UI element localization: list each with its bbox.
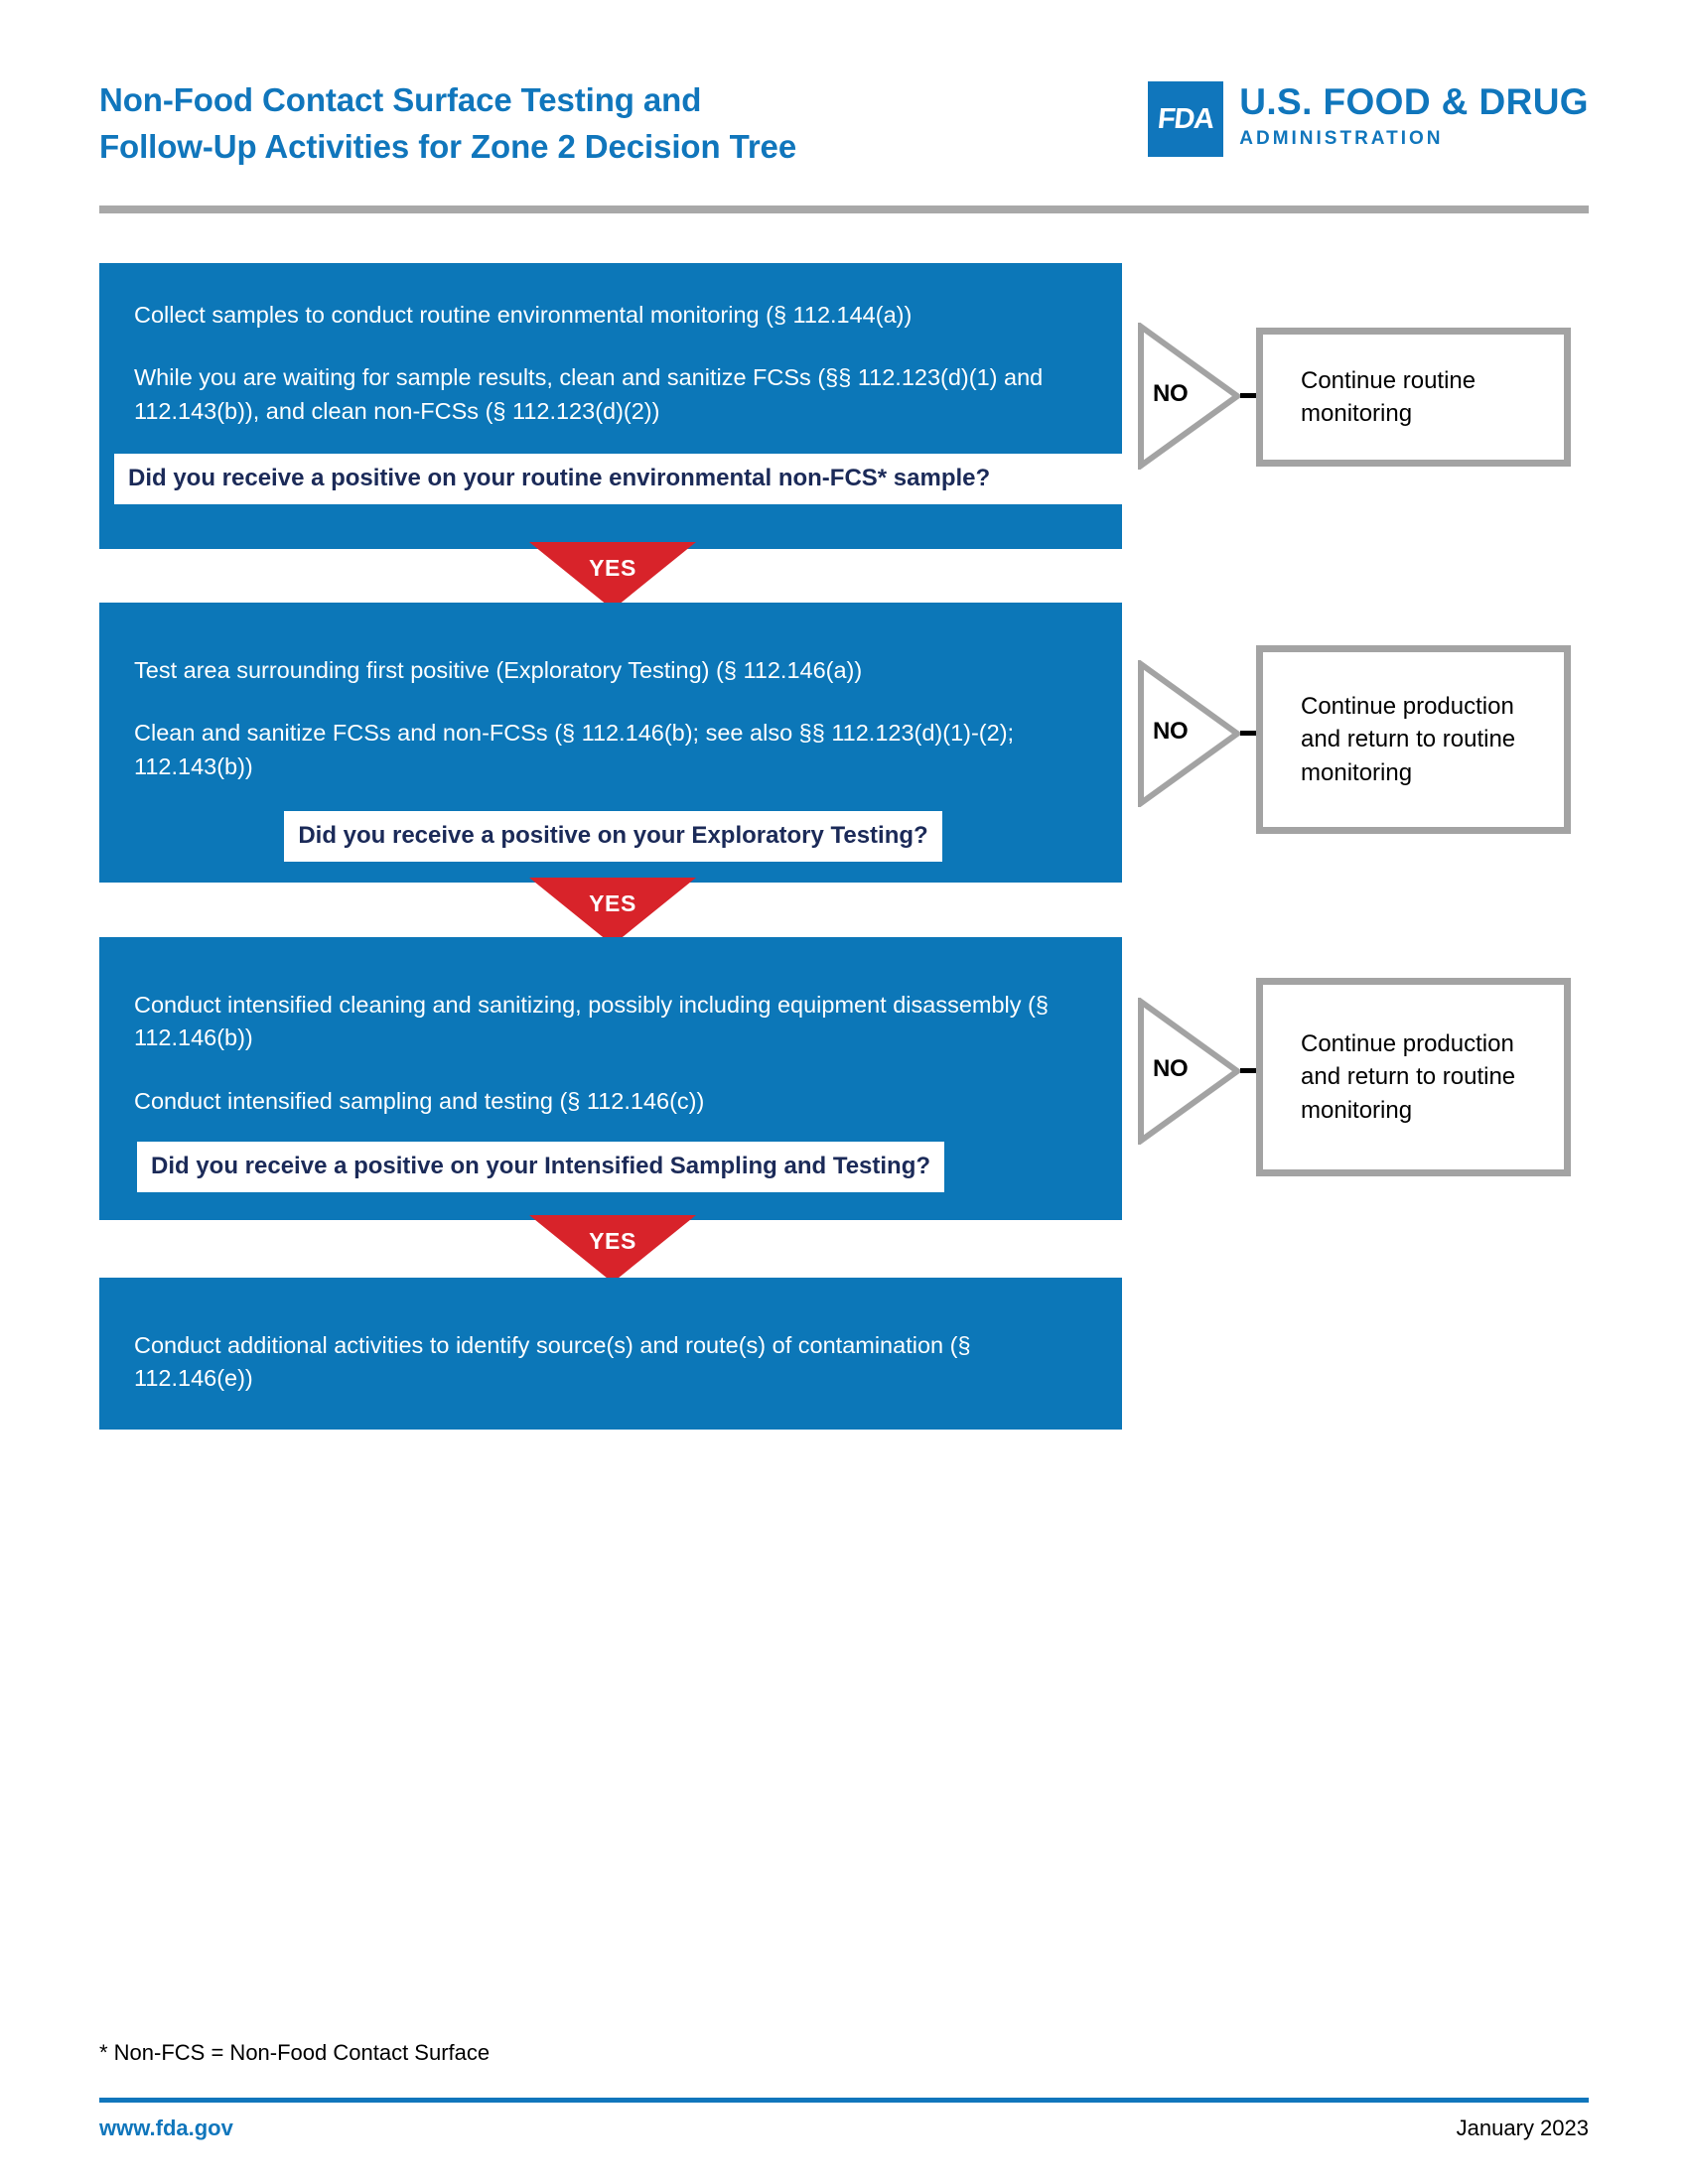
footer-url-link[interactable]: www.fda.gov bbox=[99, 2116, 233, 2140]
question-box-step-1: Did you receive a positive on your routi… bbox=[114, 454, 1122, 505]
question-wrap-step-1: Did you receive a positive on your routi… bbox=[114, 454, 1122, 505]
process-text-step-4-line-1: Conduct additional activities to identif… bbox=[134, 1332, 971, 1392]
footer-date: January 2023 bbox=[1456, 2116, 1589, 2140]
page-title-line-2: Follow-Up Activities for Zone 2 Decision… bbox=[99, 127, 797, 165]
yes-arrow-step-1: YES bbox=[529, 542, 696, 610]
process-text-step-2-line-1: Test area surrounding first positive (Ex… bbox=[134, 657, 863, 683]
fda-logo-mark-text: FDA bbox=[1156, 102, 1215, 135]
process-box-step-4: Conduct additional activities to identif… bbox=[99, 1278, 1122, 1430]
question-wrap-step-2: Did you receive a positive on your Explo… bbox=[134, 811, 1092, 863]
page-header: Non-Food Contact Surface Testing and Fol… bbox=[99, 77, 1589, 187]
process-text-step-3-line-1: Conduct intensified cleaning and sanitiz… bbox=[134, 992, 1049, 1051]
fda-logo-mark-icon: FDA bbox=[1148, 81, 1224, 157]
result-text-step-1: Continue routine monitoring bbox=[1301, 366, 1477, 427]
question-box-step-2: Did you receive a positive on your Explo… bbox=[284, 811, 942, 863]
process-box-step-1: Collect samples to conduct routine envir… bbox=[99, 263, 1122, 549]
result-text-step-2: Continue production and return to routin… bbox=[1301, 693, 1516, 786]
question-box-step-3: Did you receive a positive on your Inten… bbox=[137, 1142, 945, 1193]
question-wrap-step-3: Did you receive a positive on your Inten… bbox=[137, 1142, 1092, 1193]
no-label-step-1: NO bbox=[1153, 380, 1189, 407]
result-box-step-2: Continue production and return to routin… bbox=[1256, 645, 1571, 834]
result-text-step-3: Continue production and return to routin… bbox=[1301, 1030, 1516, 1124]
footer-divider bbox=[99, 2098, 1589, 2103]
yes-label-step-3: YES bbox=[589, 1228, 636, 1254]
process-box-step-2: Test area surrounding first positive (Ex… bbox=[99, 603, 1122, 883]
process-text-step-1-line-1: Collect samples to conduct routine envir… bbox=[134, 302, 913, 328]
footnote: * Non-FCS = Non-Food Contact Surface bbox=[99, 2040, 491, 2065]
process-text-step-3-line-2: Conduct intensified sampling and testing… bbox=[134, 1087, 705, 1114]
fda-logo-line-1: U.S. FOOD & DRUG bbox=[1239, 81, 1589, 122]
no-triangle-icon-step-3 bbox=[1138, 998, 1241, 1145]
process-box-step-3: Conduct intensified cleaning and sanitiz… bbox=[99, 937, 1122, 1220]
yes-arrow-step-3: YES bbox=[529, 1215, 696, 1283]
fda-logo-line-2: ADMINISTRATION bbox=[1239, 128, 1444, 149]
fda-logo-wordmark: U.S. FOOD & DRUG ADMINISTRATION bbox=[1239, 81, 1589, 148]
yes-label-step-2: YES bbox=[589, 890, 636, 916]
no-triangle-icon-step-2 bbox=[1138, 660, 1241, 807]
page-title: Non-Food Contact Surface Testing and Fol… bbox=[99, 77, 1043, 171]
no-label-step-3: NO bbox=[1153, 1055, 1189, 1082]
no-label-step-2: NO bbox=[1153, 718, 1189, 745]
result-box-step-3: Continue production and return to routin… bbox=[1256, 978, 1571, 1176]
yes-arrow-step-2: YES bbox=[529, 878, 696, 945]
fda-logo: FDA U.S. FOOD & DRUG ADMINISTRATION bbox=[1148, 81, 1589, 157]
header-divider bbox=[99, 205, 1589, 213]
page-title-line-1: Non-Food Contact Surface Testing and bbox=[99, 81, 702, 118]
yes-label-step-1: YES bbox=[589, 555, 636, 581]
process-text-step-1-line-2: While you are waiting for sample results… bbox=[134, 364, 1044, 424]
process-text-step-2-line-2: Clean and sanitize FCSs and non-FCSs (§ … bbox=[134, 720, 1015, 779]
result-box-step-1: Continue routine monitoring bbox=[1256, 328, 1571, 467]
no-triangle-icon-step-1 bbox=[1138, 323, 1241, 470]
